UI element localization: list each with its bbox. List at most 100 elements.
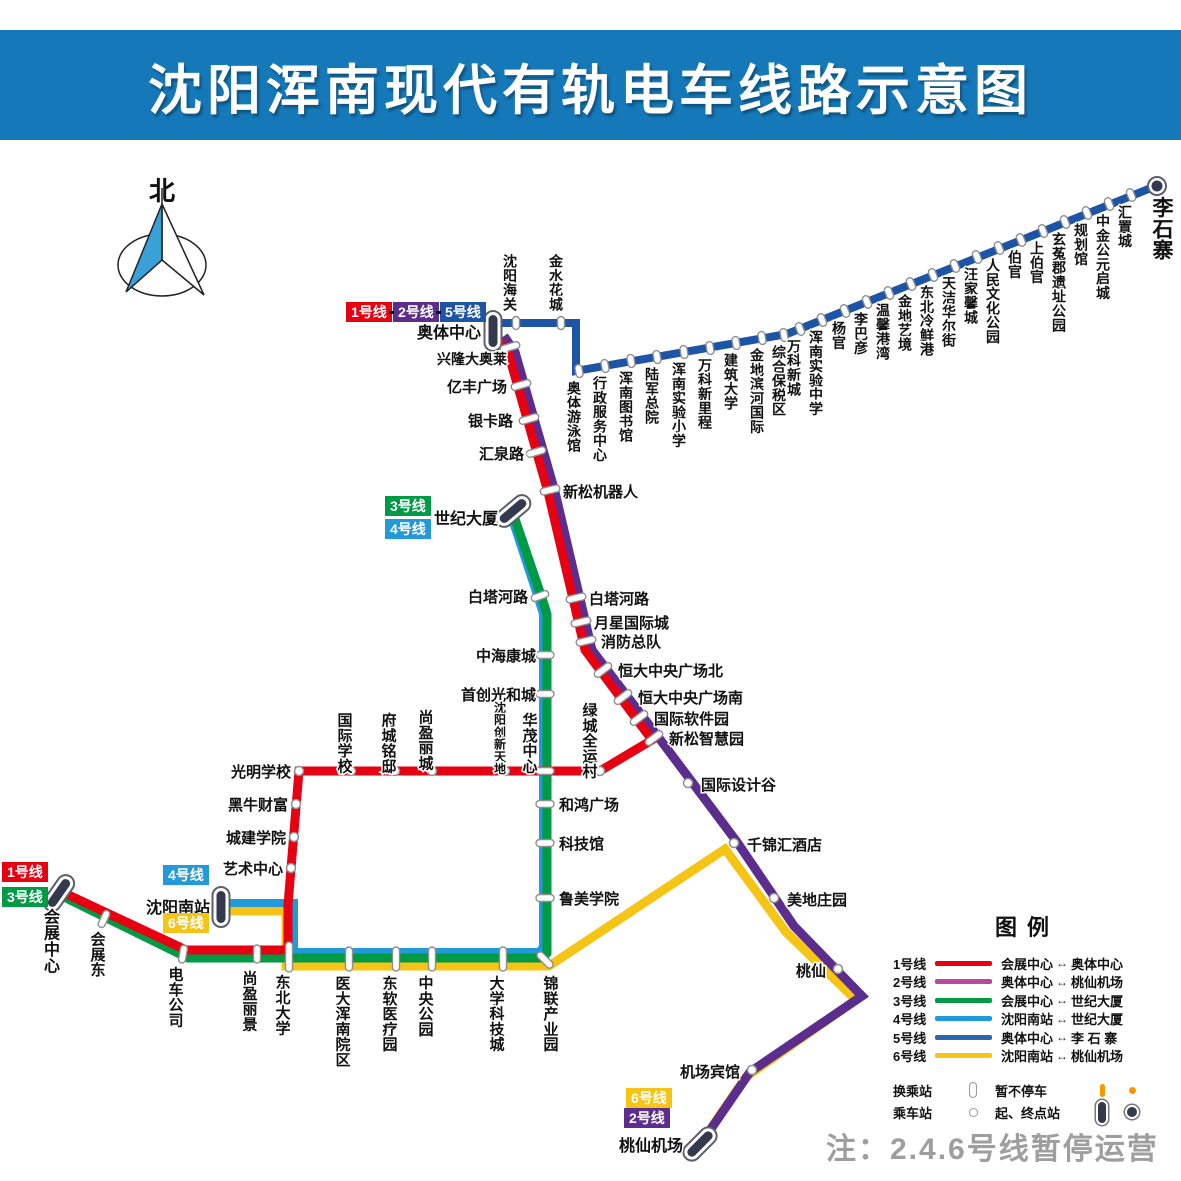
badge-connector-dash <box>436 311 441 314</box>
skip-station-tick-icon <box>1099 1083 1105 1097</box>
legend-line-swatch <box>935 1016 992 1022</box>
station-label-兴隆大奥莱: 兴隆大奥莱 <box>437 351 507 367</box>
station-label-桃仙机场: 桃仙机场 <box>619 1136 683 1155</box>
station-marker-金水花城 <box>556 315 566 331</box>
legend-line-swatch <box>935 979 992 985</box>
double-arrow-icon: ↔ <box>1056 956 1069 971</box>
station-marker-中海康城 <box>535 650 555 660</box>
station-label-月星国际城: 月星国际城 <box>593 614 669 632</box>
legend-marker-row-2: 乘车站 起、终点站 <box>893 1099 1161 1125</box>
station-marker-东软医疗园 <box>391 946 401 972</box>
station-label-新松智慧园: 新松智慧园 <box>669 730 744 748</box>
station-label-上伯官: 上伯官 <box>1030 241 1044 286</box>
line-badge-6号线: 6号线 <box>163 913 209 933</box>
station-label-城建学院: 城建学院 <box>226 829 286 847</box>
map-line-1号线 <box>58 335 659 955</box>
station-label-和鸿广场: 和鸿广场 <box>559 796 619 814</box>
legend-to-terminus: 桃仙机场 <box>1071 975 1124 991</box>
station-marker-中金公元启城 <box>1103 197 1115 211</box>
station-label-府城铭邸: 府城铭邸 <box>381 712 396 776</box>
line-badge-1号线: 1号线 <box>2 862 48 882</box>
station-label-汪家馨城: 汪家馨城 <box>963 267 979 326</box>
station-label-沈阳创新天地: 沈阳创新天地 <box>493 700 507 776</box>
station-label-大学科技城: 大学科技城 <box>489 975 505 1054</box>
station-label-陆军总院: 陆军总院 <box>645 367 659 426</box>
station-label-白塔河路: 白塔河路 <box>589 590 650 608</box>
station-label-国际学校: 国际学校 <box>337 713 353 776</box>
station-marker-中央公园 <box>427 946 437 972</box>
station-marker-李巴彦 <box>861 295 873 309</box>
station-label-浑南图书馆: 浑南图书馆 <box>619 371 633 444</box>
station-label-李巴彦: 李巴彦 <box>853 312 869 357</box>
station-label-建筑大学: 建筑大学 <box>724 353 738 412</box>
station-label-玄菟郡遗址公园: 玄菟郡遗址公园 <box>1051 232 1066 334</box>
station-label-科技馆: 科技馆 <box>559 835 604 853</box>
legend-skip-label: 暂不停车 <box>995 1083 1048 1099</box>
station-marker-白塔河路 <box>530 589 550 603</box>
station-marker-综合保税区 <box>779 327 789 343</box>
legend-line-name: 6号线 <box>893 1049 927 1065</box>
station-marker-锦联产业园 <box>536 951 554 969</box>
station-marker-月星国际城 <box>570 616 592 628</box>
station-marker-玄菟郡遗址公园 <box>1059 215 1071 229</box>
station-marker-恒大中央广场北 <box>593 661 613 679</box>
legend-title: 图例 <box>994 915 1059 940</box>
legend-from-terminus: 会展中心 <box>1001 956 1054 972</box>
line-badge-1号线: 1号线 <box>346 302 392 322</box>
double-arrow-icon: ↔ <box>1056 974 1069 989</box>
legend-to-terminus: 世纪大厦 <box>1071 1012 1124 1028</box>
legend-row-4号线: 4号线沈阳南站↔世纪大厦 <box>893 1010 1161 1029</box>
station-marker-行政服务中心 <box>600 358 610 374</box>
station-marker-伯官 <box>1015 233 1027 247</box>
station-label-医大浑南院区: 医大浑南院区 <box>335 976 350 1070</box>
station-marker-浑南图书馆 <box>626 353 636 369</box>
station-label-锦联产业园: 锦联产业园 <box>543 975 559 1054</box>
station-label-尚盈丽景: 尚盈丽景 <box>241 970 257 1034</box>
station-marker-黑牛财富 <box>290 798 302 810</box>
station-marker-尚盈丽景 <box>252 944 262 964</box>
station-label-金地艺境: 金地艺境 <box>897 294 913 353</box>
station-label-机场宾馆: 机场宾馆 <box>680 1063 740 1081</box>
station-marker-桃仙 <box>832 963 844 975</box>
station-label-恒大中央广场南: 恒大中央广场南 <box>638 689 743 707</box>
legend-from-terminus: 会展中心 <box>1001 993 1054 1009</box>
double-arrow-icon: ↔ <box>1056 993 1069 1008</box>
station-marker-新松智慧园 <box>644 729 664 747</box>
station-marker-温馨港湾 <box>883 286 895 300</box>
station-marker-鲁美学院 <box>535 893 555 903</box>
station-marker-沈阳南站 <box>211 886 231 928</box>
station-label-中海康城: 中海康城 <box>476 647 536 665</box>
line-badge-5号线: 5号线 <box>440 302 486 322</box>
station-marker-万科新城 <box>794 322 806 336</box>
legend-row-3号线: 3号线会展中心↔世纪大厦 <box>893 991 1161 1010</box>
station-label-伯官: 伯官 <box>1008 250 1022 280</box>
legend-from-terminus: 奥体中心 <box>1001 1030 1054 1046</box>
station-label-万科新里程: 万科新里程 <box>697 358 712 431</box>
station-marker-浑南实验中学 <box>816 313 828 327</box>
legend-line-name: 4号线 <box>893 1012 927 1028</box>
legend-row-5号线: 5号线奥体中心↔李 石 寨 <box>893 1028 1161 1047</box>
station-marker-府城铭邸 <box>389 765 401 777</box>
station-label-温馨港湾: 温馨港湾 <box>875 303 891 362</box>
double-arrow-icon: ↔ <box>1056 1048 1069 1063</box>
station-marker-城建学院 <box>288 831 300 843</box>
station-label-电车公司: 电车公司 <box>168 966 183 1030</box>
station-label-金水花城: 金水花城 <box>548 254 564 313</box>
legend-line-swatch <box>935 1053 992 1059</box>
legend-from-terminus: 沈阳南站 <box>1001 1012 1054 1028</box>
station-marker-浑南实验小学 <box>679 344 689 360</box>
station-marker-规划馆 <box>1081 206 1093 220</box>
double-arrow-icon: ↔ <box>1056 1030 1069 1045</box>
legend-row-1号线: 1号线会展中心↔奥体中心 <box>893 954 1161 973</box>
line-badge-3号线: 3号线 <box>385 496 431 516</box>
station-marker-奥体中心 <box>483 310 503 352</box>
line-badge-2号线: 2号线 <box>624 1108 670 1128</box>
line-badge-4号线: 4号线 <box>385 519 431 539</box>
station-label-浑南实验中学: 浑南实验中学 <box>809 330 824 417</box>
legend-terminal-label: 起、终点站 <box>995 1105 1061 1121</box>
station-marker-银卡路 <box>518 413 540 425</box>
station-marker-国际软件园 <box>629 709 649 727</box>
terminal-station-tick-icon <box>1096 1099 1108 1125</box>
